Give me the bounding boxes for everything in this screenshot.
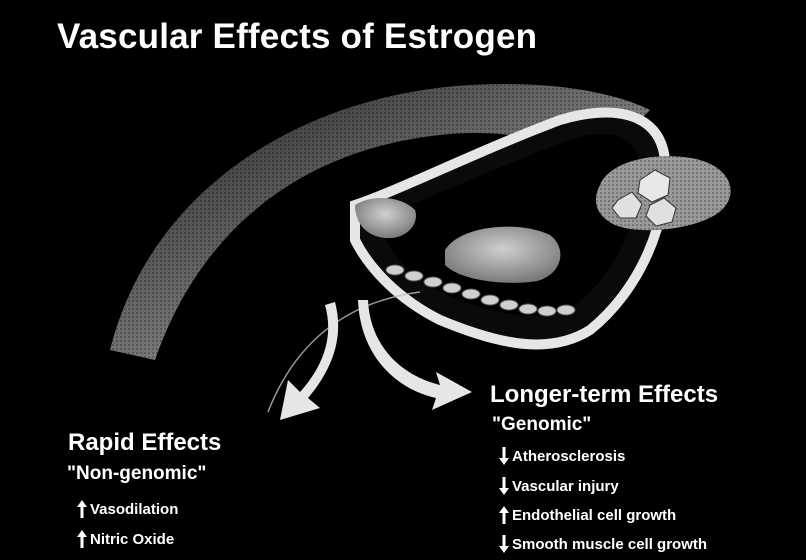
rapid-effects-heading: Rapid Effects: [68, 429, 221, 457]
down-arrow-icon: [498, 447, 510, 465]
down-arrow-icon: [498, 477, 510, 495]
rapid-effect-label: Vasodilation: [90, 501, 178, 518]
down-arrow-icon: [498, 535, 510, 553]
up-arrow-icon: [76, 500, 88, 518]
vessel-cross-section: [355, 113, 731, 345]
up-arrow-icon: [76, 530, 88, 548]
rapid-effect-item: Nitric Oxide: [76, 530, 174, 548]
rapid-effect-item: Vasodilation: [76, 500, 178, 518]
longer-term-label: Atherosclerosis: [512, 448, 625, 465]
longer-term-label: Vascular injury: [512, 478, 619, 495]
rapid-effects-arrow: [280, 302, 338, 420]
longer-term-label: Endothelial cell growth: [512, 507, 676, 524]
longer-term-label: Smooth muscle cell growth: [512, 536, 707, 553]
longer-term-subheading: "Genomic": [492, 414, 591, 436]
longer-term-item: Atherosclerosis: [498, 447, 625, 465]
rapid-effects-subheading: "Non-genomic": [67, 463, 206, 485]
rapid-effect-label: Nitric Oxide: [90, 531, 174, 548]
longer-term-item: Endothelial cell growth: [498, 506, 676, 524]
longer-term-item: Smooth muscle cell growth: [498, 535, 707, 553]
longer-term-item: Vascular injury: [498, 477, 619, 495]
slide-title: Vascular Effects of Estrogen: [57, 17, 537, 57]
longer-term-heading: Longer-term Effects: [490, 381, 718, 409]
up-arrow-icon: [498, 506, 510, 524]
